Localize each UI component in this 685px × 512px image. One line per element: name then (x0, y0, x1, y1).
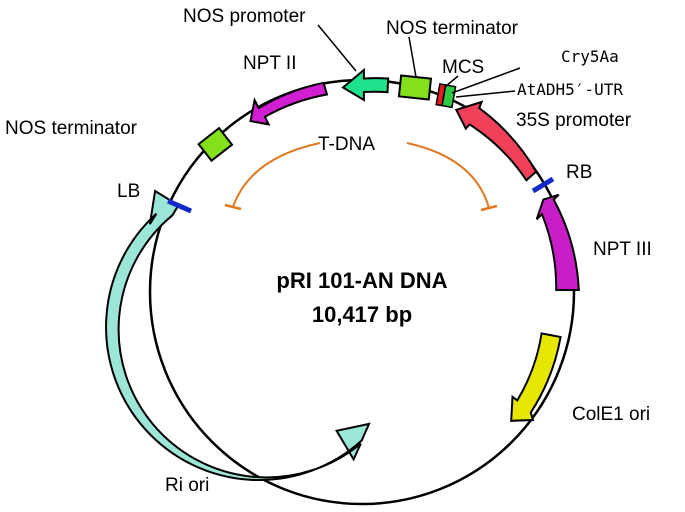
leader-mcs (444, 75, 459, 88)
mcs-green-band (441, 84, 457, 109)
rb-marker (531, 176, 555, 194)
leader-nos-promoter (317, 24, 357, 72)
label-npt2: NPT II (243, 53, 297, 74)
leader-nos-terminator (408, 36, 417, 78)
label-nos-promoter: NOS promoter (183, 6, 306, 27)
label-lb: LB (117, 181, 140, 202)
npt2-feature (249, 81, 329, 126)
label-npt3: NPT III (593, 239, 652, 260)
label-cole1: ColE1 ori (572, 404, 650, 425)
nos-promoter-feature (341, 67, 390, 102)
label-cry5aa: Cry5Aa (561, 47, 619, 66)
npt3-feature (535, 193, 580, 291)
tdna-arc-right-arrowhead (480, 204, 498, 212)
label-atadh5: AtADH5′-UTR (517, 80, 623, 99)
nos-terminator-top-feature (397, 74, 433, 101)
leader-cry5aa (451, 67, 521, 94)
label-mcs: MCS (442, 57, 484, 78)
label-nos-terminator-left: NOS terminator (5, 118, 138, 139)
p35s-feature (454, 100, 538, 182)
label-rb: RB (566, 162, 592, 183)
label-nos-terminator-top: NOS terminator (386, 18, 519, 39)
nos-terminator-left-feature (197, 126, 234, 163)
cole1-feature (510, 332, 562, 422)
label-ri-ori: Ri ori (165, 475, 209, 496)
mcs-feature (435, 83, 457, 109)
plasmid-name: pRI 101-AN DNA (276, 268, 447, 293)
label-35s-promoter: 35S promoter (516, 110, 632, 131)
leader-atadh5 (455, 90, 516, 98)
tdna-arc-left (232, 142, 321, 208)
plasmid-size: 10,417 bp (312, 302, 412, 327)
label-tdna: T-DNA (318, 134, 375, 155)
ri-ori-feature (105, 189, 371, 482)
tdna-arc-right (406, 142, 490, 209)
tdna-arc-left-arrowhead (224, 203, 242, 211)
lb-marker (167, 198, 192, 214)
